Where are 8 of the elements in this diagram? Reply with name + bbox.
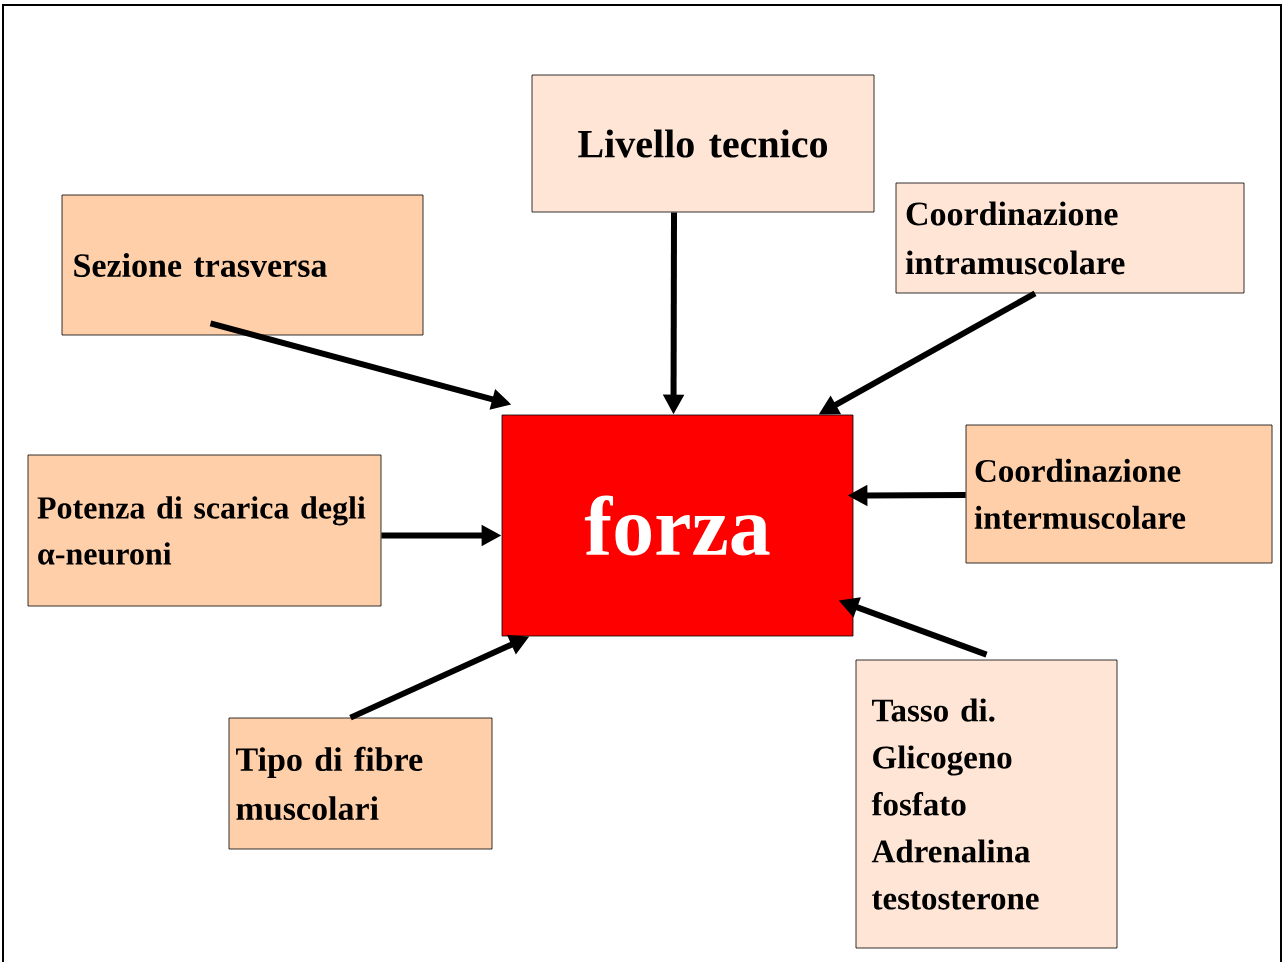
text-box: Tasso di. Glicogeno fosfato Adrenalina testosterone (855, 659, 1118, 949)
text-box: Sezione trasversa (61, 194, 424, 336)
process-box: forza (501, 414, 854, 637)
text-box: Coordinazione intermuscolare (965, 424, 1273, 564)
text-box: Tipo di fibre muscolari (228, 717, 493, 850)
text-box: Potenza di scarica degli α-neuroni (27, 454, 382, 607)
text-box: Coordinazione intramuscolare (895, 182, 1245, 294)
text-box: Livello tecnico (531, 74, 875, 213)
